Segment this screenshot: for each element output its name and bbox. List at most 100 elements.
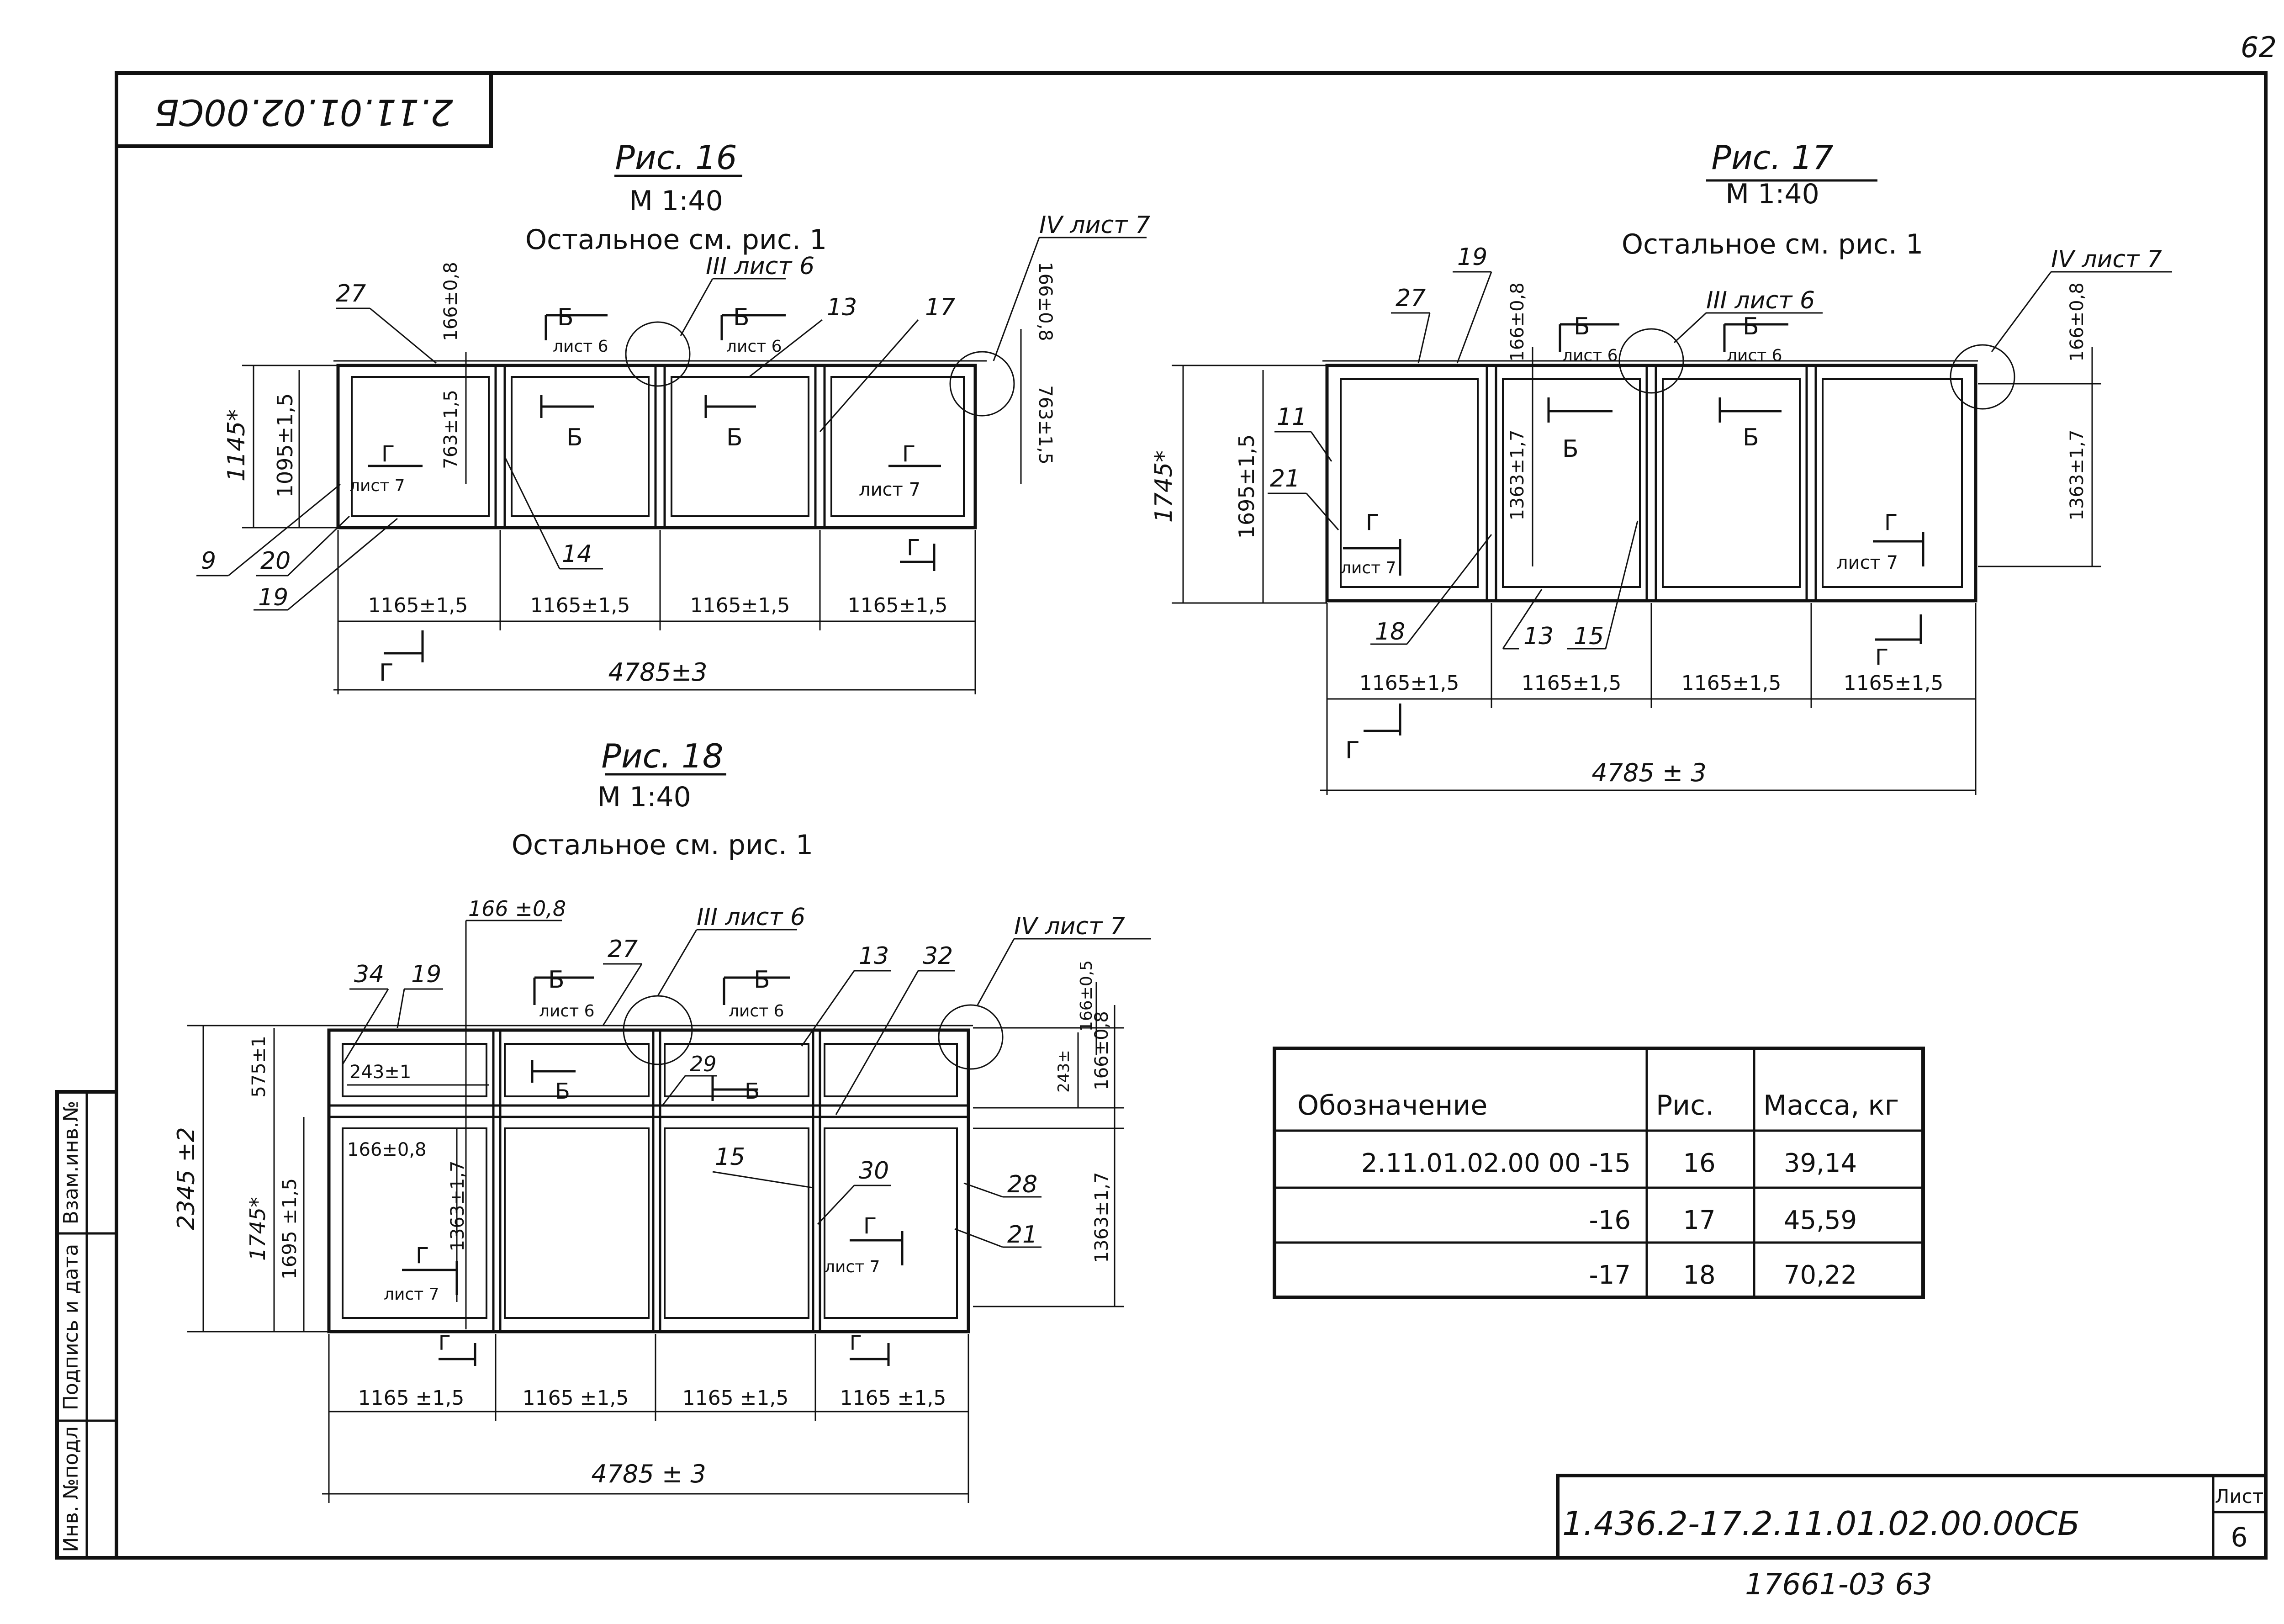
fig17-dim-h-top-r: 166±0,8 xyxy=(2067,282,2088,361)
fig18-dim-h-frame: 1695 ±1,5 xyxy=(278,1178,301,1280)
svg-text:27: 27 xyxy=(1396,285,1426,312)
fig16-callouts: 27 13 17 9 20 19 14 xyxy=(196,280,955,611)
fig18-title: Рис. 18 xyxy=(601,737,723,775)
mass-table: Обозначение Рис. Масса, кг 2.11.01.02.00… xyxy=(1273,1047,1925,1299)
svg-text:14: 14 xyxy=(562,540,592,568)
fig18-dim-h-star: 1745* xyxy=(245,1197,270,1261)
fig17-frame xyxy=(1325,364,1977,603)
svg-text:Б: Б xyxy=(1743,313,1759,340)
fig17-dim-h-side: 1363±1,7 xyxy=(1507,430,1528,521)
svg-text:Г: Г xyxy=(1345,737,1360,764)
svg-text:Г: Г xyxy=(850,1332,862,1355)
svg-text:Б: Б xyxy=(726,424,743,451)
stamp-code: 2.11.01.02.00СБ xyxy=(154,91,453,132)
table-row-fig: 17 xyxy=(1683,1206,1715,1235)
side-stamp-replace: Взам.инв.№ xyxy=(59,1101,83,1225)
fig18-panels xyxy=(329,1030,968,1332)
fig18-dim-h-side: 1363±1,7 xyxy=(447,1161,468,1252)
fig16-scale: М 1:40 xyxy=(629,185,723,217)
page-number: 62 xyxy=(2241,31,2277,64)
fig17-detail-iii-circle xyxy=(1618,328,1684,394)
fig16-detail-iv-circle xyxy=(949,351,1015,417)
svg-text:Б: Б xyxy=(548,966,565,994)
sheet-border xyxy=(115,71,2268,1560)
figure-16: Рис. 16 М 1:40 Остальное см. рис. 1 III … xyxy=(196,138,1150,694)
svg-text:15: 15 xyxy=(715,1143,745,1171)
svg-text:лист 7: лист 7 xyxy=(859,479,920,500)
figure-17: Рис. 17 М 1:40 Остальное см. рис. 1 III … xyxy=(1150,138,2172,795)
table-header-fig: Рис. xyxy=(1656,1090,1714,1121)
svg-text:лист 6: лист 6 xyxy=(729,1002,784,1021)
fig16-dim-overall: 4785±3 xyxy=(608,658,707,687)
fig16-note: Остальное см. рис. 1 xyxy=(525,224,827,256)
fig16-dim-h-star: 1145* xyxy=(223,409,250,481)
side-stamp: Инв. №подл Подпись и дата Взам.инв.№ xyxy=(55,1090,118,1560)
svg-text:лист 6: лист 6 xyxy=(539,1002,595,1021)
svg-text:лист 6: лист 6 xyxy=(726,337,782,356)
fig18-dim-h-inner-top: 166±0,8 xyxy=(347,1139,426,1160)
svg-text:Г: Г xyxy=(902,441,915,467)
fig16-ref-iv: IV лист 7 xyxy=(1039,212,1150,239)
svg-text:Б: Б xyxy=(566,424,583,451)
svg-text:Б: Б xyxy=(733,304,750,331)
fig17-ref-iv: IV лист 7 xyxy=(2051,246,2162,273)
fig17-dim-h-top: 166±0,8 xyxy=(1507,282,1528,361)
svg-text:21: 21 xyxy=(1270,465,1300,492)
svg-text:20: 20 xyxy=(260,547,291,575)
svg-text:9: 9 xyxy=(201,547,216,575)
fig17-ref-iii: III лист 6 xyxy=(1706,287,1815,314)
svg-text:13: 13 xyxy=(827,294,857,321)
fig18-dim-right-top2: 166±0,8 xyxy=(1091,1011,1112,1090)
fig17-section-b-marks: Б лист 6 Б лист 6 Б Б xyxy=(1547,313,1788,463)
fig18-dim-h-total: 2345 ±2 xyxy=(173,1127,200,1230)
svg-text:Б: Б xyxy=(1562,435,1579,463)
fig16-dim-h-side-r: 763±1,5 xyxy=(1035,385,1056,464)
fig18-detail-iv-circle xyxy=(938,1004,1004,1070)
fig16-dim-panel-4: 1165±1,5 xyxy=(848,594,948,617)
fig17-dim-panel-1: 1165±1,5 xyxy=(1359,672,1459,695)
fig17-callouts: 19 27 11 21 18 13 15 xyxy=(1268,243,1639,650)
svg-text:Г: Г xyxy=(416,1243,429,1269)
fig16-section-b-marks: Б лист 6 Б лист 6 Б Б xyxy=(540,304,786,451)
fig17-dim-h-star: 1745* xyxy=(1150,450,1178,523)
table-header-designation: Обозначение xyxy=(1297,1090,1487,1121)
table-header-mass: Масса, кг xyxy=(1763,1090,1899,1121)
fig18-dim-overall: 4785 ± 3 xyxy=(591,1460,706,1488)
table-row-mass: 45,59 xyxy=(1784,1206,1857,1235)
svg-text:Б: Б xyxy=(1743,424,1759,451)
side-stamp-sign: Подпись и дата xyxy=(59,1244,83,1410)
fig18-ref-iii: III лист 6 xyxy=(697,904,805,931)
fig16-ref-iii: III лист 6 xyxy=(706,253,814,280)
fig17-section-g-marks: Г лист 7 Г лист 7 Г Г xyxy=(1341,510,1924,764)
fig17-dim-panel-2: 1165±1,5 xyxy=(1522,672,1622,695)
fig16-dim-h-side: 763±1,5 xyxy=(440,390,461,469)
table-row-designation: -17 xyxy=(1589,1260,1631,1290)
svg-text:Г: Г xyxy=(1884,510,1898,535)
fig18-dim-panel-1: 1165 ±1,5 xyxy=(358,1386,465,1410)
stamp-box: 2.11.01.02.00СБ xyxy=(115,71,493,148)
svg-text:Б: Б xyxy=(555,1079,570,1104)
fig16-dim-h-frame: 1095±1,5 xyxy=(273,393,297,498)
fig17-dim-h-frame: 1695±1,5 xyxy=(1234,434,1259,539)
svg-text:лист 7: лист 7 xyxy=(384,1285,439,1304)
fig18-dim-top-leader: 166 ±0,8 xyxy=(468,896,566,921)
svg-text:Г: Г xyxy=(1875,645,1888,670)
fig18-dim-right-243: 243± xyxy=(1055,1050,1073,1092)
svg-text:лист 6: лист 6 xyxy=(1727,346,1782,365)
fig16-dim-h-top-r: 166±0,8 xyxy=(1035,262,1056,341)
fig18-dim-panel-4: 1165 ±1,5 xyxy=(840,1386,946,1410)
fig17-dim-h-side-r: 1363±1,7 xyxy=(2067,430,2088,521)
fig18-ref-iv: IV лист 7 xyxy=(1014,913,1125,940)
table-row-fig: 16 xyxy=(1683,1148,1715,1178)
fig18-note: Остальное см. рис. 1 xyxy=(512,829,813,861)
side-stamp-inv: Инв. №подл xyxy=(59,1426,83,1552)
svg-text:лист 7: лист 7 xyxy=(825,1258,880,1276)
fig17-panels xyxy=(1340,365,1963,601)
svg-text:лист 6: лист 6 xyxy=(553,337,608,356)
table-row-fig: 18 xyxy=(1683,1260,1715,1290)
fig17-detail-iv-circle xyxy=(1950,344,2015,410)
svg-text:лист 7: лист 7 xyxy=(349,476,405,495)
fig18-dim-h-upper-inner: 243±1 xyxy=(349,1062,411,1083)
svg-text:Г: Г xyxy=(379,659,394,687)
svg-text:13: 13 xyxy=(1523,623,1554,650)
